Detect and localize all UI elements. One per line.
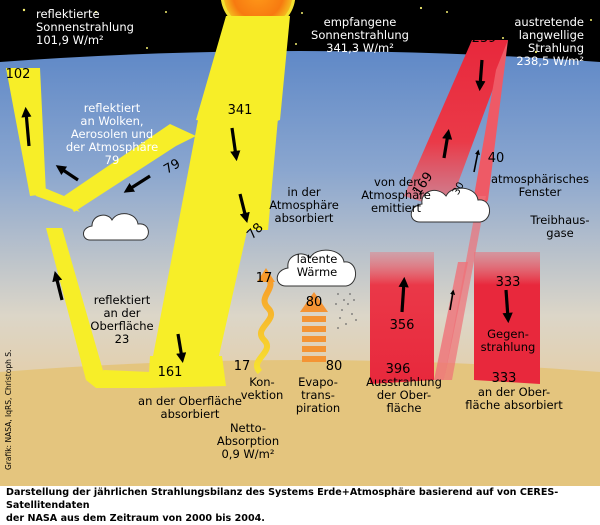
rain-drops xyxy=(335,293,357,329)
value-thermals-bottom: 17 xyxy=(234,359,251,374)
solar-beams xyxy=(6,16,290,388)
cloud-left xyxy=(83,213,149,241)
cloud-right xyxy=(410,187,490,223)
value-back-radiation-absorbed: 333 xyxy=(492,371,517,386)
value-window: 40 xyxy=(488,151,505,166)
value-reflected: 102 xyxy=(6,67,31,82)
label-absorbed-surface-right: an der Ober-fläche absorbiert xyxy=(465,385,563,412)
caption-line-2: der NASA aus dem Zeitraum von 2000 bis 2… xyxy=(6,513,265,524)
value-surface-emission: 356 xyxy=(390,318,415,333)
value-outgoing: 239 xyxy=(472,31,497,46)
flow-arrows xyxy=(21,59,513,364)
label-back-radiation: Gegen-strahlung xyxy=(481,327,536,354)
cloud-latent xyxy=(276,249,356,287)
value-latent-top: 80 xyxy=(306,295,323,310)
latent-heat-column xyxy=(300,292,328,362)
value-incoming: 341 xyxy=(228,103,253,118)
thermals-arrowhead xyxy=(257,268,275,282)
value-surface-total: 396 xyxy=(386,362,411,377)
caption-line-1: Darstellung der jährlichen Strahlungsbil… xyxy=(6,487,559,511)
label-evapotranspiration: Evapo-trans-piration xyxy=(296,375,340,415)
figure-caption: Darstellung der jährlichen Strahlungsbil… xyxy=(6,486,594,525)
label-convection: Kon-vektion xyxy=(241,375,284,402)
value-absorbed-surface: 161 xyxy=(158,365,183,380)
ground xyxy=(0,360,600,486)
thermals-column xyxy=(254,273,274,375)
thin-arrows xyxy=(449,149,481,311)
value-back-radiation: 333 xyxy=(496,275,521,290)
value-thermals-top: 17 xyxy=(256,271,273,286)
value-reflected-clouds: 79 xyxy=(161,156,183,177)
label-greenhouse: Treibhaus-gase xyxy=(529,213,589,240)
space-band xyxy=(0,0,600,62)
image-credit: Grafik: NASA, IqRS, Christoph S. xyxy=(4,350,13,470)
value-latent-bottom: 80 xyxy=(326,359,343,374)
